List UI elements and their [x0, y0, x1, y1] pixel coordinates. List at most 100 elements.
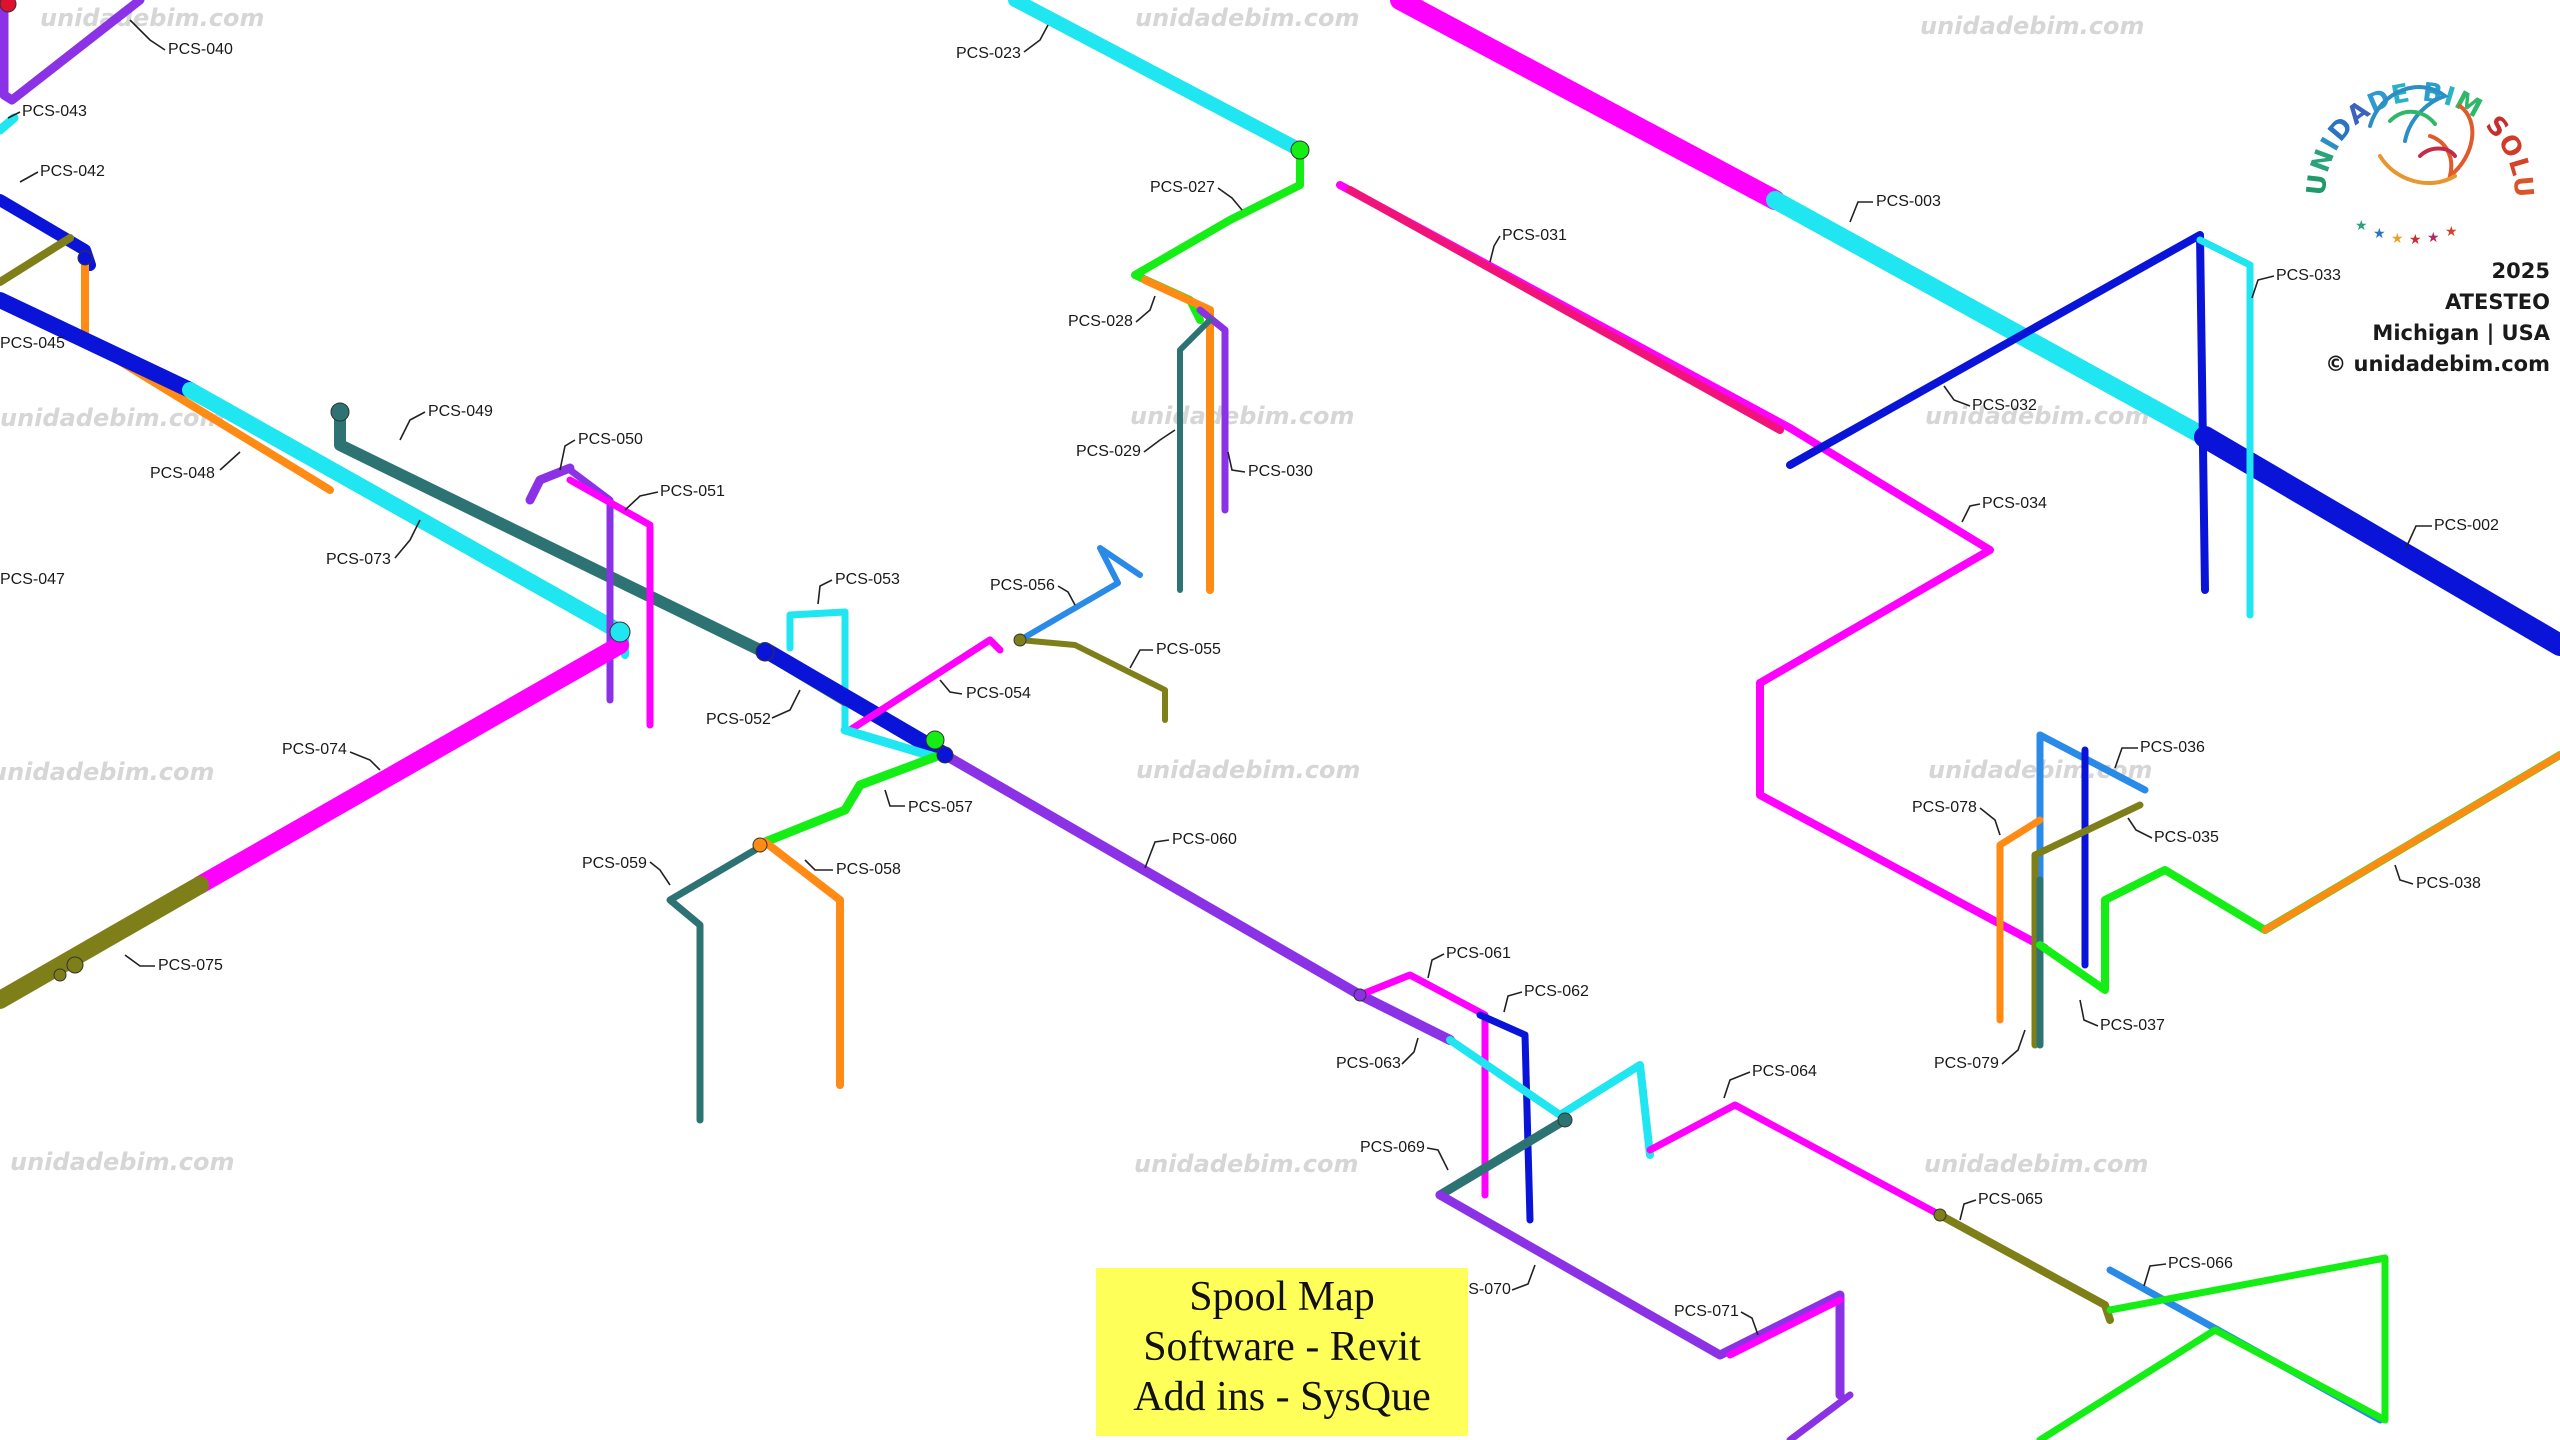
spool-label: PCS-058: [836, 861, 901, 878]
pipe-segment-orange: [1996, 816, 2044, 1024]
caption-line-1: Spool Map: [1189, 1274, 1375, 1320]
pipe-fitting: [66, 956, 84, 974]
pipe-fitting: [53, 968, 67, 982]
spool-label: PCS-052: [706, 711, 771, 728]
logo-year: 2025: [2491, 259, 2550, 283]
spool-label: PCS-034: [1982, 495, 2047, 512]
spool-label: PCS-055: [1156, 641, 1221, 658]
svg-text:★: ★: [2427, 229, 2440, 245]
pipe-segment-sky: [2036, 731, 2149, 794]
label-leader-line: [1023, 24, 1049, 53]
label-leader-line: [817, 579, 833, 605]
label-leader-line: [7, 111, 21, 119]
label-leader-line: [1144, 839, 1170, 869]
label-leader-line: [129, 19, 166, 51]
spool-label: PCS-057: [908, 799, 973, 816]
spool-label: PCS-031: [1502, 227, 1567, 244]
pipe-segment-purple: [0, 0, 145, 105]
pipe-fitting: [1013, 633, 1027, 647]
pipe-segment-magenta: [191, 636, 629, 894]
pipe-segment-orange: [2261, 751, 2560, 934]
spool-label: PCS-023: [956, 45, 1021, 62]
pipe-fitting: [936, 746, 954, 764]
label-leader-line: [1489, 235, 1501, 263]
caption-line-3: Add ins - SysQue: [1133, 1374, 1431, 1420]
label-leader-line: [1217, 187, 1243, 211]
spool-label: PCS-029: [1076, 443, 1141, 460]
spool-label: PCS-063: [1336, 1055, 1401, 1072]
label-leader-line: [1427, 953, 1445, 979]
label-leader-line: [649, 861, 671, 886]
watermark: unidadebim.com: [40, 4, 264, 32]
label-leader-line: [2127, 817, 2153, 839]
label-leader-line: [939, 679, 963, 695]
label-leader-line: [804, 859, 833, 871]
spool-label: PCS-038: [2416, 875, 2481, 892]
logo-ring-text: UNIDADE BIM SOLUTIONS PRIVATE LIMITED: [2270, 6, 2539, 200]
pipe-fitting: [1290, 140, 1310, 160]
spool-label: PCS-045: [0, 335, 65, 352]
joint-layer: [0, 0, 1947, 1222]
spool-label: PCS-075: [158, 957, 223, 974]
spool-label: PCS-065: [1978, 1191, 2043, 1208]
pipe-segment-cyan: [786, 608, 849, 734]
pipe-segment-blue: [1476, 1011, 1534, 1224]
spool-label: PCS-032: [1972, 397, 2037, 414]
watermark: unidadebim.com: [1920, 12, 2144, 40]
spool-label: PCS-060: [1172, 831, 1237, 848]
pipe-segment-orange: [1141, 276, 1214, 594]
leader-layer: [7, 19, 2432, 1336]
company-logo: UNIDADE BIM SOLUTIONS PRIVATE LIMITED ★ …: [2257, 0, 2560, 376]
spool-label: PCS-054: [966, 685, 1031, 702]
logo-info: 2025 ATESTEO Michigan | USA © unidadebim…: [2325, 256, 2550, 380]
label-leader-line: [219, 451, 241, 471]
pipe-segment-green: [2036, 1254, 2389, 1440]
label-layer: PCS-040PCS-043PCS-042PCS-045PCS-048PCS-0…: [0, 41, 2499, 1320]
label-leader-line: [1979, 807, 2001, 836]
pipe-segment-cyan: [2196, 236, 2254, 619]
logo-copyright: © unidadebim.com: [2325, 352, 2550, 376]
spool-label: PCS-037: [2100, 1017, 2165, 1034]
logo-emblem: UNIDADE BIM SOLUTIONS PRIVATE LIMITED ★ …: [2257, 0, 2539, 247]
svg-text:★: ★: [2355, 217, 2368, 233]
pipe-fitting: [330, 402, 350, 422]
label-leader-line: [2405, 525, 2432, 549]
spool-label: PCS-035: [2154, 829, 2219, 846]
label-leader-line: [349, 751, 381, 771]
label-leader-line: [1511, 1264, 1536, 1291]
watermark: unidadebim.com: [0, 404, 224, 432]
label-leader-line: [1426, 1147, 1449, 1171]
pipe-fitting: [77, 250, 93, 266]
pipe-segment-cyan: [1446, 1036, 1654, 1159]
logo-stars: ★ ★ ★ ★ ★ ★: [2355, 217, 2458, 247]
pipe-segment-blue: [2194, 426, 2560, 656]
hands-birds-icon: [2368, 85, 2475, 186]
spool-label: PCS-049: [428, 403, 493, 420]
pipe-segment-magenta: [1756, 424, 2049, 952]
label-leader-line: [2251, 275, 2275, 299]
label-leader-line: [1057, 585, 1076, 606]
label-leader-line: [2143, 1263, 2167, 1287]
spool-label: PCS-047: [0, 571, 65, 588]
spool-label: PCS-071: [1674, 1303, 1739, 1320]
label-leader-line: [1943, 385, 1971, 407]
pipe-segment-cyan: [0, 113, 19, 135]
label-leader-line: [1503, 991, 1523, 1013]
watermark: unidadebim.com: [10, 1148, 234, 1176]
label-leader-line: [19, 171, 39, 183]
spool-label: PCS-069: [1360, 1139, 1425, 1156]
pipe-segment-olive: [0, 234, 74, 286]
pipe-segment-olive: [1017, 637, 1168, 723]
label-leader-line: [2394, 864, 2414, 885]
pipe-segment-olive: [0, 876, 209, 1009]
spool-label: PCS-042: [40, 163, 105, 180]
watermark: unidadebim.com: [1924, 1150, 2148, 1178]
label-leader-line: [771, 689, 801, 719]
pipe-segment-green: [1131, 146, 1304, 324]
pipe-segment-purple: [525, 463, 575, 505]
label-leader-line: [1959, 1199, 1977, 1221]
pipe-segment-teal: [1435, 1115, 1570, 1200]
label-leader-line: [2079, 999, 2099, 1027]
